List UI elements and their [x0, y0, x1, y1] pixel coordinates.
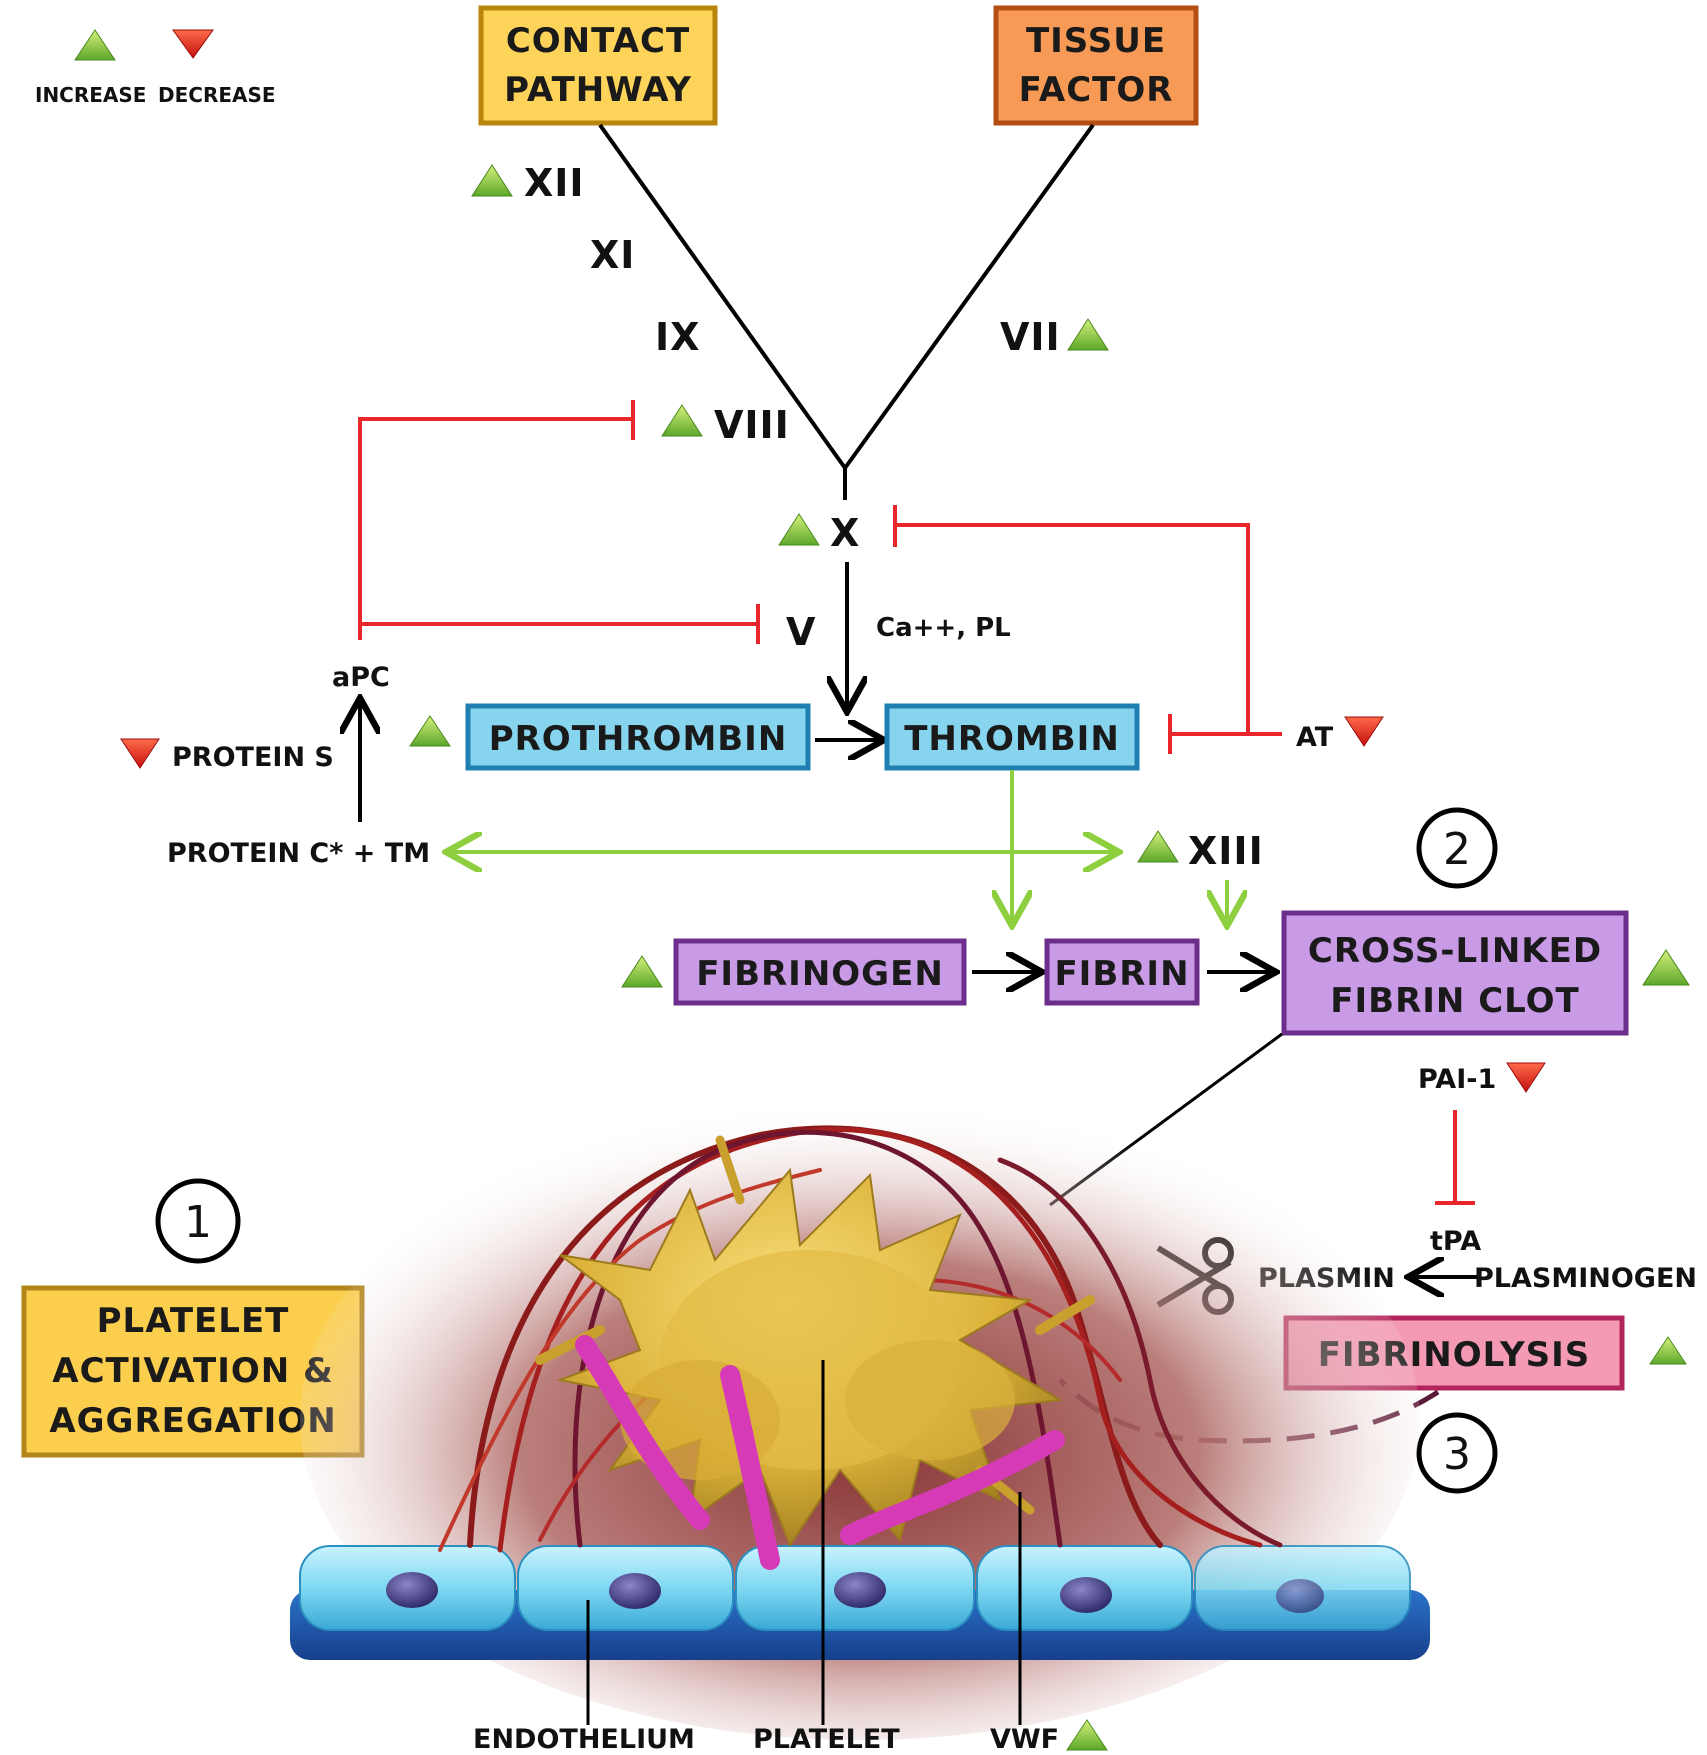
thrombin-box: THROMBIN: [884, 703, 1140, 771]
step-1-number: 1: [184, 1197, 212, 1248]
prothrombin-label: PROTHROMBIN: [489, 719, 788, 759]
clot-illustration: [290, 1100, 1430, 1740]
pai1-label: PAI-1: [1418, 1064, 1496, 1095]
clot-line-2: FIBRIN CLOT: [1330, 981, 1579, 1021]
apc-label: aPC: [332, 662, 390, 693]
vwf-increase-triangle-up-icon: [1066, 1719, 1108, 1751]
fibrin-label: FIBRIN: [1054, 954, 1189, 994]
xiii-increase-triangle-up-icon: [1137, 830, 1179, 863]
protein-s-label: PROTEIN S: [172, 742, 334, 773]
apc-inhibition-lines: [358, 400, 760, 644]
vwf-label: VWF: [990, 1724, 1059, 1755]
step-1-marker: 1: [155, 1178, 241, 1264]
tissue-factor-box: TISSUE FACTOR: [993, 5, 1199, 126]
endothelial-cells: [299, 1545, 1411, 1631]
at-inhibition-lines: [893, 505, 1282, 754]
ca-pl-label: Ca++, PL: [876, 613, 1011, 643]
thrombin-label: THROMBIN: [904, 719, 1120, 759]
at-label: AT: [1296, 722, 1334, 753]
platelet-activation-line-1: PLATELET: [97, 1301, 290, 1341]
protein-s-decrease-triangle-down-icon: [120, 738, 160, 769]
x-increase-triangle-up-icon: [778, 513, 820, 546]
fibrinolysis-increase-triangle-up-icon: [1649, 1336, 1687, 1365]
cross-linked-fibrin-clot-box: CROSS-LINKED FIBRIN CLOT: [1281, 910, 1629, 1036]
xii-increase-triangle-up-icon: [471, 164, 513, 197]
step-3-number: 3: [1443, 1429, 1471, 1480]
contact-pathway-line-1: CONTACT: [506, 21, 690, 61]
platelet-activation-line-2: ACTIVATION &: [52, 1351, 333, 1391]
step-2-marker: 2: [1416, 807, 1498, 889]
factor-x: X: [830, 511, 860, 555]
fibrin-box: FIBRIN: [1044, 938, 1200, 1006]
clot-increase-triangle-up-icon: [1642, 949, 1690, 986]
extrinsic-pathway-line: [843, 123, 1095, 470]
factor-v: V: [786, 610, 816, 654]
intrinsic-pathway-line: [598, 123, 847, 470]
factor-xi: XI: [590, 233, 635, 277]
legend-decrease-label: DECREASE: [158, 83, 276, 107]
thrombin-activation-arrows: [450, 770, 1227, 922]
clot-line-1: CROSS-LINKED: [1308, 931, 1602, 971]
factor-ix: IX: [655, 315, 700, 359]
tissue-factor-line-1: TISSUE: [1026, 21, 1166, 61]
protein-c-tm-label: PROTEIN C* + TM: [167, 838, 430, 869]
tpa-label: tPA: [1430, 1226, 1481, 1257]
factor-xiii: XIII: [1188, 829, 1264, 873]
vwf-multimers: [575, 1335, 1065, 1570]
endothelium-label: ENDOTHELIUM: [473, 1724, 695, 1755]
pai1-decrease-triangle-down-icon: [1506, 1062, 1546, 1093]
step-2-number: 2: [1443, 824, 1471, 875]
plasminogen-label: PLASMINOGEN: [1474, 1263, 1697, 1294]
pai1-inhibition-line: [1435, 1110, 1475, 1205]
viii-increase-triangle-up-icon: [661, 404, 703, 437]
at-decrease-triangle-down-icon: [1344, 716, 1384, 747]
contact-pathway-box: CONTACT PATHWAY: [478, 5, 718, 126]
prothrombin-box: PROTHROMBIN: [465, 703, 811, 771]
factor-vii: VII: [1000, 315, 1061, 359]
prothrombin-increase-triangle-up-icon: [409, 715, 451, 747]
fibrinogen-label: FIBRINOGEN: [696, 954, 944, 994]
factor-xii: XII: [524, 161, 585, 205]
legend: INCREASE DECREASE: [35, 29, 276, 107]
fibrinogen-increase-triangle-up-icon: [621, 955, 663, 988]
contact-pathway-line-2: PATHWAY: [504, 70, 692, 110]
legend-increase-label: INCREASE: [35, 83, 146, 107]
platelet-activation-line-3: AGGREGATION: [49, 1401, 336, 1441]
tissue-factor-line-2: FACTOR: [1019, 70, 1174, 110]
factor-viii: VIII: [714, 403, 790, 447]
fibrinogen-box: FIBRINOGEN: [673, 938, 967, 1006]
legend-increase-triangle-up-icon: [74, 29, 116, 61]
step-3-marker: 3: [1416, 1412, 1498, 1494]
platelet-label: PLATELET: [753, 1724, 900, 1755]
vii-increase-triangle-up-icon: [1067, 318, 1109, 351]
legend-decrease-triangle-down-icon: [172, 29, 214, 59]
